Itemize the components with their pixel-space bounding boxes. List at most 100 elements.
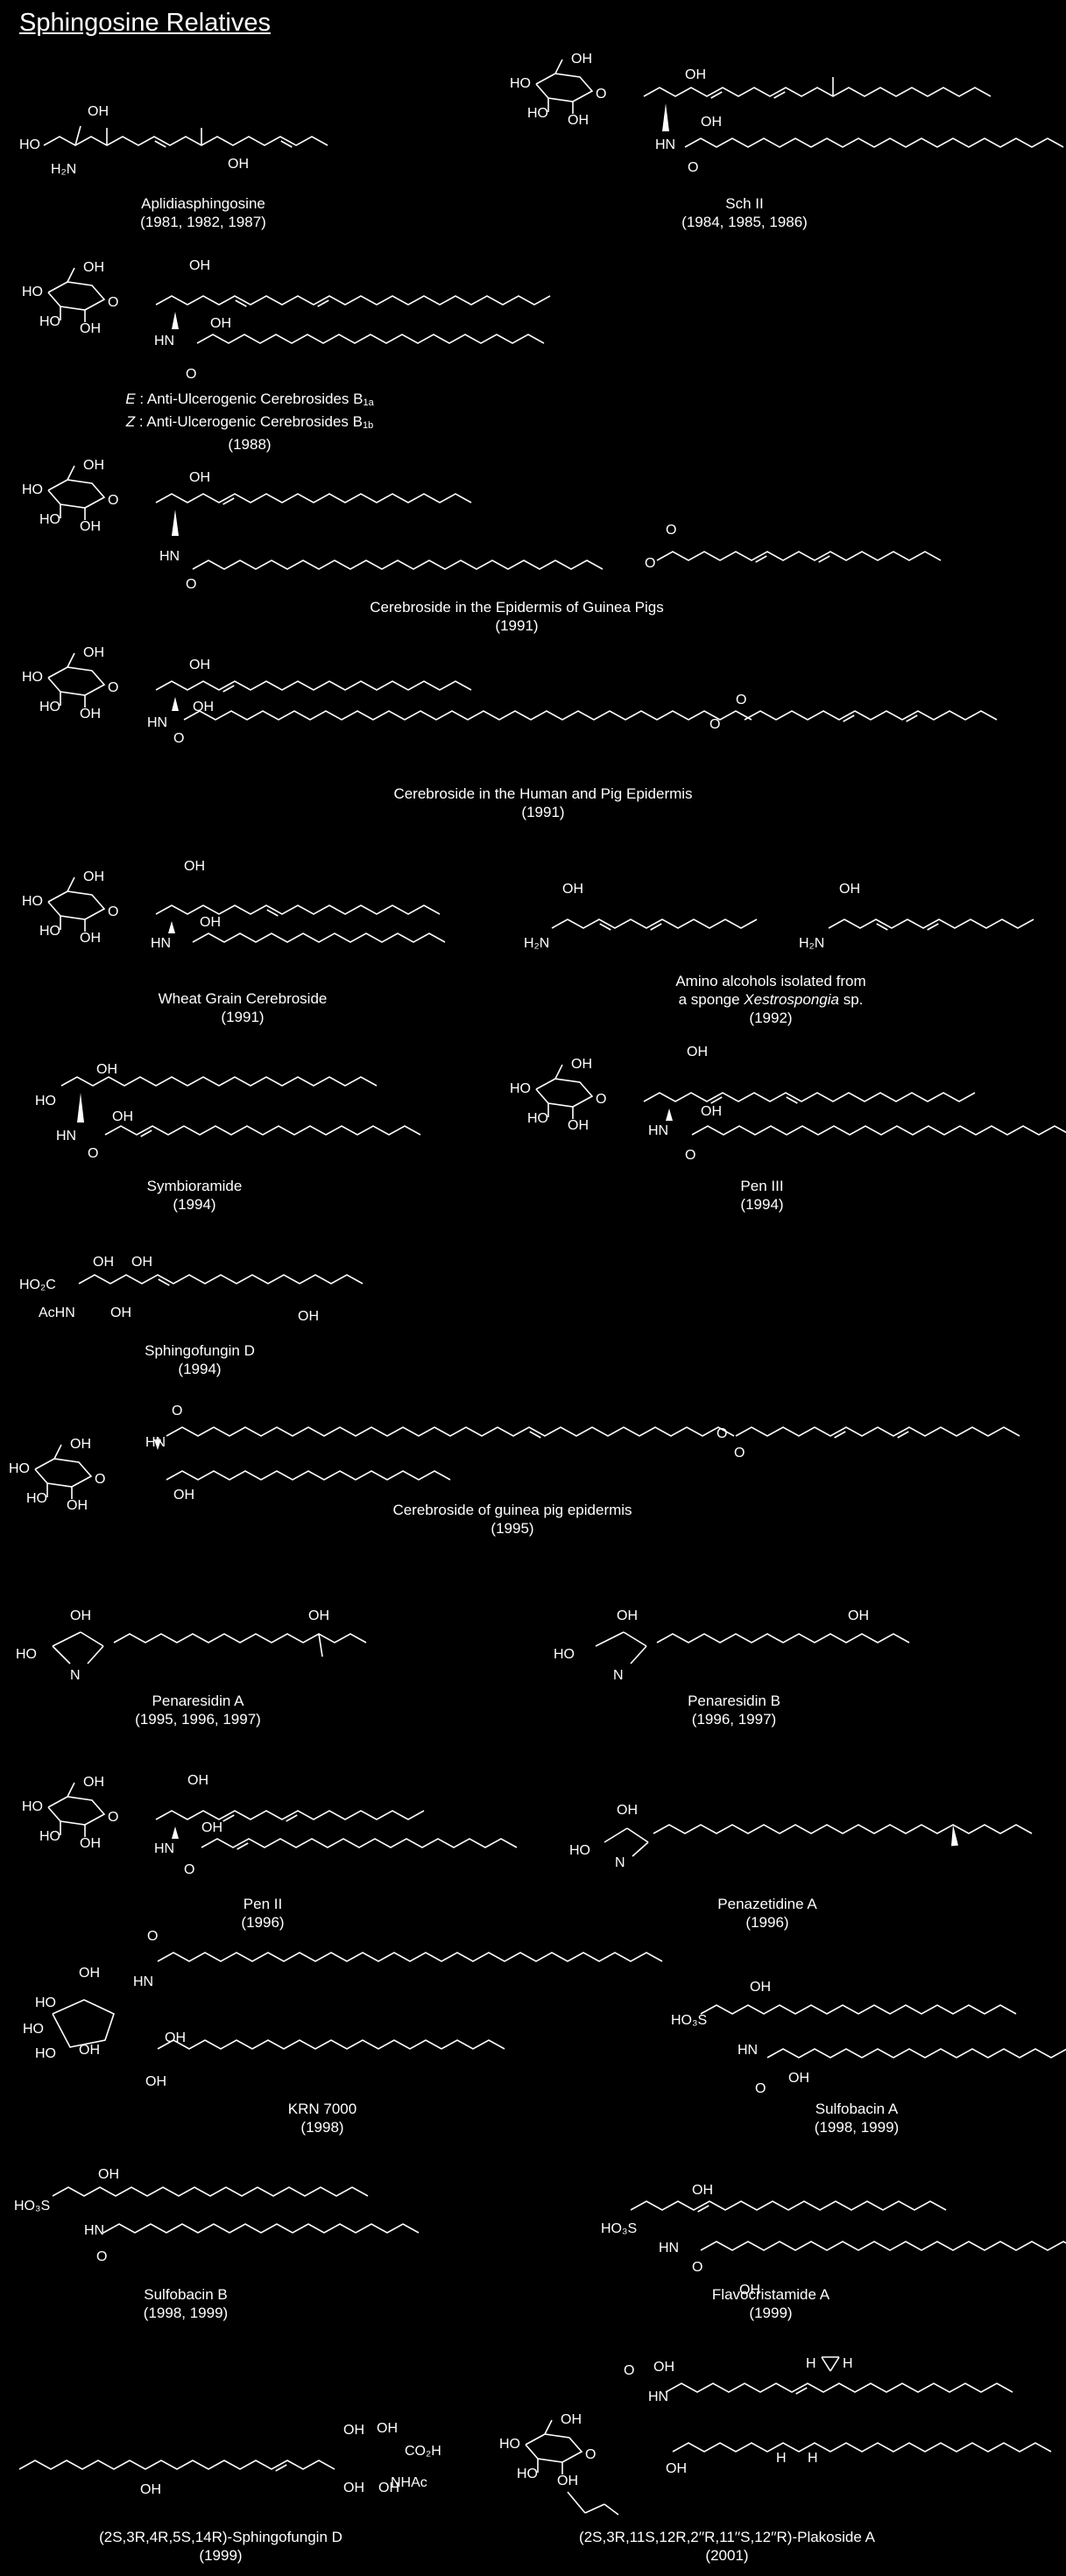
bond (710, 91, 723, 99)
bond (650, 923, 662, 931)
carbon-chain (744, 710, 998, 721)
atom-label: OH (378, 2481, 399, 2495)
bond (52, 1631, 81, 1647)
atom-label: OH (83, 458, 104, 473)
bond (275, 2464, 287, 2472)
bond (843, 714, 855, 722)
bond (584, 2503, 605, 2514)
atom-label: O (186, 367, 197, 382)
atom-label: HN (648, 2389, 669, 2404)
atom-label: OH (80, 707, 101, 721)
caption-penaresidin-a: Penaresidin A(1995, 1996, 1997) (135, 1693, 261, 1728)
bond (786, 1096, 798, 1104)
bond (710, 1096, 723, 1104)
atom-label: OH (839, 882, 860, 897)
atom-label: HO (35, 1995, 56, 2010)
wedge-bond (172, 1826, 179, 1839)
atom-label: HO (9, 1461, 30, 1476)
carbon-chain (47, 479, 106, 509)
bond (317, 299, 329, 307)
carbon-chain (766, 2048, 1066, 2059)
atom-label: H₂N (51, 162, 77, 177)
bond (927, 923, 939, 931)
atom-label: OH (687, 1045, 708, 1059)
atom-label: OH (145, 2074, 166, 2089)
atom-label: OH (79, 1966, 100, 1981)
bond (286, 1814, 298, 1822)
atom-label: OH (80, 931, 101, 946)
atom-label: N (615, 1855, 625, 1870)
atom-label: OH (80, 321, 101, 336)
carbon-chain (102, 2223, 420, 2234)
atom-label: O (108, 493, 119, 508)
wedge-bond (666, 1109, 673, 1121)
atom-label: OH (140, 2482, 161, 2497)
atom-label: OH (562, 882, 583, 897)
bond (632, 1841, 649, 1857)
wedge-bond (172, 510, 179, 536)
atom-label: OH (308, 1608, 329, 1623)
atom-label: O (95, 1472, 106, 1487)
atom-label: OH (701, 115, 722, 130)
atom-label: HO (35, 1094, 56, 1109)
carbon-chain (113, 1633, 367, 1643)
atom-label: HO₂C (19, 1277, 56, 1292)
bond (67, 652, 75, 668)
carbon-chain (155, 904, 441, 915)
carbon-chain (684, 137, 1064, 148)
wedge-bond (662, 103, 669, 131)
atom-label: OH (617, 1803, 638, 1818)
atom-label: OH (189, 470, 210, 485)
bond (906, 714, 918, 722)
carbon-chain (656, 551, 942, 561)
atom-label: OH (88, 104, 109, 119)
atom-label: OH (110, 1306, 131, 1320)
bond (599, 923, 611, 931)
atom-label: HO (22, 1799, 43, 1814)
atom-label: OH (210, 316, 231, 331)
bond (818, 555, 830, 563)
carbon-chain (104, 1125, 421, 1136)
atom-label: NHAc (391, 2475, 427, 2490)
caption-penaresidin-b: Penaresidin B(1996, 1997) (688, 1693, 780, 1728)
wedge-bond (951, 1825, 958, 1847)
atom-label: HN (151, 936, 172, 951)
atom-label: CO₂H (405, 2444, 441, 2459)
atom-label: O (685, 1148, 696, 1163)
atom-label: OH (70, 1608, 91, 1623)
atom-label: HN (738, 2043, 759, 2058)
page-title: Sphingosine Relatives (19, 9, 271, 37)
atom-label: HO₃S (14, 2199, 51, 2214)
caption-sphingofungin-d-stereo: (2S,3R,4R,5S,14R)-Sphingofungin D(1999) (99, 2529, 342, 2564)
atom-label: OH (79, 2043, 100, 2058)
wedge-bond (168, 921, 175, 933)
atom-label: OH (568, 113, 589, 128)
atom-label: O (688, 160, 699, 175)
carbon-chain (691, 1125, 1066, 1136)
carbon-chain (700, 2241, 1066, 2251)
atom-label: OH (692, 2183, 713, 2198)
bond (626, 1827, 649, 1843)
atom-label: O (585, 2447, 597, 2462)
bond (235, 299, 247, 307)
atom-label: OH (750, 1980, 771, 1995)
caption-sch-ii: Sch II(1984, 1985, 1986) (681, 195, 808, 230)
atom-label: OH (173, 1488, 194, 1503)
atom-label: O (645, 556, 656, 571)
carbon-chain (656, 1633, 910, 1643)
carbon-chain (630, 2200, 947, 2211)
carbon-chain (183, 710, 752, 721)
atom-label: OH (189, 658, 210, 672)
bond (222, 685, 235, 693)
atom-label: OH (739, 2283, 760, 2298)
caption-sulfobacin-b: Sulfobacin B(1998, 1999) (143, 2286, 229, 2321)
atom-label: O (596, 1092, 607, 1107)
atom-label: O (173, 731, 185, 746)
atom-label: OH (165, 2031, 186, 2045)
carbon-chain (643, 1092, 976, 1102)
atom-label: OH (67, 1498, 88, 1513)
atom-label: OH (653, 2360, 674, 2375)
atom-label: O (692, 2260, 703, 2275)
atom-label: HN (659, 2241, 680, 2256)
